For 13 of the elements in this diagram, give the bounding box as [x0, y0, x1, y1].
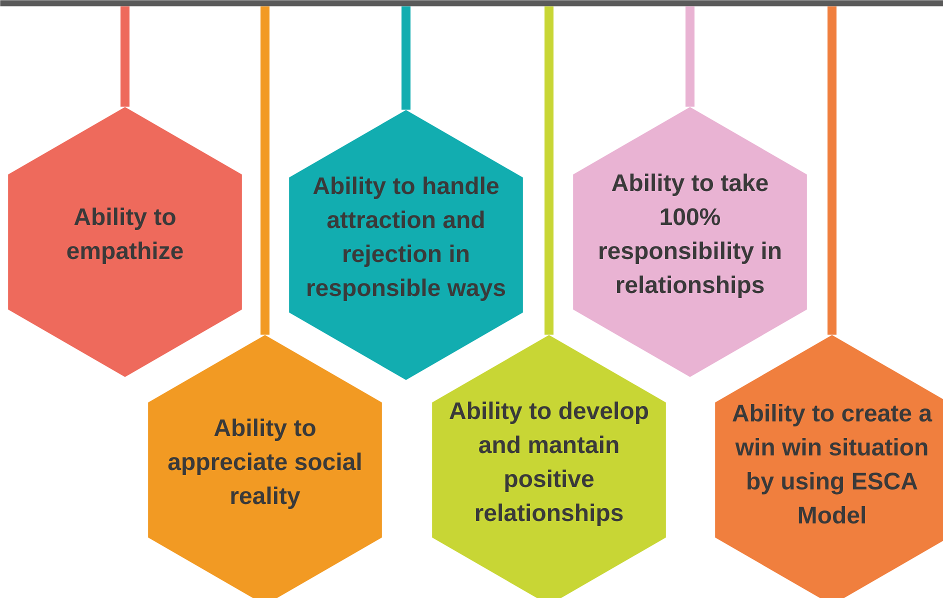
connector-line: [686, 6, 694, 107]
connector-line: [120, 6, 130, 107]
connector-line: [544, 6, 554, 335]
hexagon-box: Ability to empathize: [8, 107, 242, 377]
connector-line: [402, 6, 410, 110]
hexagon-box: Ability to appreciate social reality: [148, 335, 382, 598]
hexagon-box: Ability to create a win win situation by using ESCA Model: [715, 335, 943, 598]
top-bar: [0, 0, 943, 6]
connector-line: [828, 6, 836, 335]
hexagon-box: Ability to take 100% responsibility in relationships: [573, 107, 807, 377]
hexagon-box: Ability to handle attraction and rejection in responsible ways: [289, 110, 523, 380]
connector-line: [260, 6, 270, 335]
hexagon-box: Ability to develop and mantain positive relationships: [432, 335, 666, 598]
